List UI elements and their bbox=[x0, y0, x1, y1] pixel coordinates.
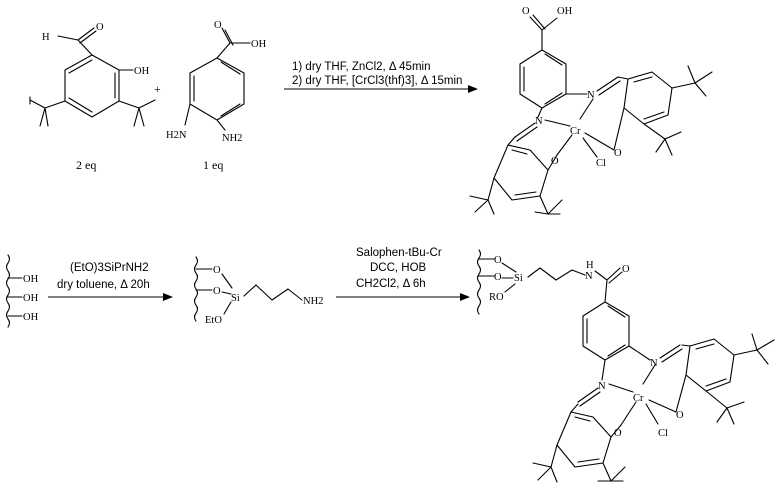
amine-si-label: Si bbox=[231, 293, 240, 304]
final-o2-label: O bbox=[494, 272, 502, 283]
plus-sign: + bbox=[154, 82, 161, 96]
diaminobenzoic-acid-structure bbox=[184, 27, 251, 131]
salophen-cr-product-structure bbox=[469, 14, 713, 215]
condition-2-line-2: dry toluene, Δ 20h bbox=[57, 279, 150, 291]
product-oh-label: OH bbox=[557, 6, 573, 17]
final-n1-label: N bbox=[598, 381, 606, 392]
final-ro-label: RO bbox=[489, 292, 504, 303]
aldehyde-h-label: H bbox=[42, 32, 50, 43]
condition-1-line-2: 2) dry THF, [CrCl3(thf)3], Δ 15min bbox=[292, 75, 462, 87]
diamine-o-label: O bbox=[214, 20, 222, 31]
condition-3-line-1: Salophen-tBu-Cr bbox=[356, 247, 442, 259]
diamine-eq-label: 1 eq bbox=[203, 158, 223, 172]
diamine-nh2-b-label: NH2 bbox=[222, 133, 242, 144]
product-n2-label: N bbox=[587, 90, 595, 101]
grafted-salophen-cr-structure bbox=[476, 249, 775, 483]
final-cr-label: Cr bbox=[633, 393, 644, 404]
salicylaldehyde-structure bbox=[29, 27, 156, 127]
final-carbonyl-o-label: O bbox=[622, 264, 630, 275]
amine-o1-label: O bbox=[213, 265, 221, 276]
silica-surface bbox=[5, 254, 23, 328]
silica-oh-3: OH bbox=[23, 312, 39, 323]
product-o1-label: O bbox=[551, 156, 559, 167]
silica-oh-2: OH bbox=[23, 293, 39, 304]
final-n2-label: N bbox=[650, 358, 658, 369]
amine-nh2-label: NH2 bbox=[303, 296, 323, 307]
reaction-arrow-3-head bbox=[460, 293, 470, 301]
final-oa-label: O bbox=[614, 428, 622, 439]
final-n-label: N bbox=[585, 271, 593, 282]
amine-o2-label: O bbox=[213, 286, 221, 297]
final-ob-label: O bbox=[676, 410, 684, 421]
aldehyde-o-label: O bbox=[96, 22, 104, 33]
diamine-nh2-a-label: H2N bbox=[166, 130, 187, 141]
aldehyde-oh-label: OH bbox=[134, 66, 150, 77]
reaction-arrow-2-head bbox=[163, 293, 173, 301]
condition-3-line-2: DCC, HOB bbox=[370, 262, 427, 274]
amine-eto-label: EtO bbox=[205, 315, 222, 326]
product-o-label: O bbox=[522, 6, 530, 17]
product-cr-label: Cr bbox=[570, 126, 581, 137]
final-si-label: Si bbox=[514, 273, 523, 284]
final-h-label: H bbox=[586, 260, 594, 271]
aminopropyl-silica-structure bbox=[193, 256, 303, 322]
final-cl-label: Cl bbox=[658, 428, 668, 439]
final-o1-label: O bbox=[494, 255, 502, 266]
condition-1-line-1: 1) dry THF, ZnCl2, Δ 45min bbox=[292, 61, 430, 73]
diamine-oh-label: OH bbox=[251, 39, 267, 50]
product-cl-label: Cl bbox=[596, 158, 606, 169]
product-o2-label: O bbox=[614, 148, 622, 159]
reaction-arrow-1-head bbox=[468, 85, 478, 93]
condition-3-line-3: CH2Cl2, Δ 6h bbox=[356, 278, 426, 290]
aldehyde-eq-label: 2 eq bbox=[76, 158, 96, 172]
silica-oh-1: OH bbox=[23, 274, 39, 285]
product-n1-label: N bbox=[535, 116, 543, 127]
condition-2-line-1: (EtO)3SiPrNH2 bbox=[70, 262, 149, 274]
